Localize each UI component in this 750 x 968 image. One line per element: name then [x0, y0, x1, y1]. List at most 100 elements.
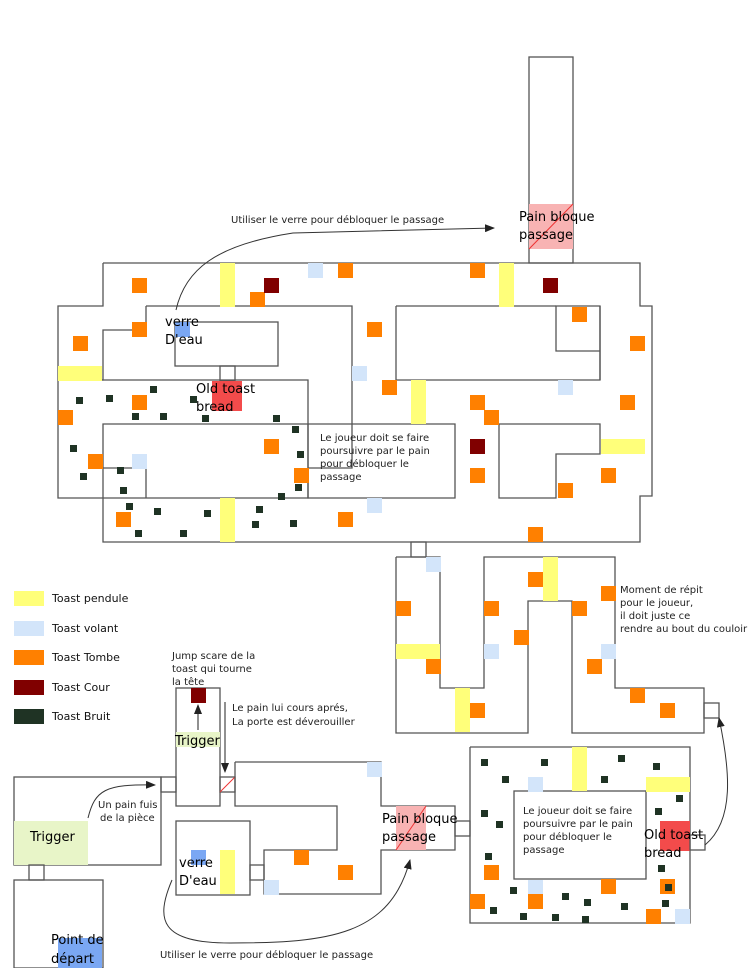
svg-text:toast qui tourne: toast qui tourne [172, 664, 252, 675]
svg-text:passage: passage [523, 845, 565, 856]
verre-marker-bottom [191, 850, 206, 865]
toast-tombe [601, 586, 616, 601]
toast-bruit [292, 426, 299, 433]
label-old-toast-top-1: Old toast [196, 382, 255, 397]
toast-bruit [481, 810, 488, 817]
toast-bruit [520, 913, 527, 920]
svg-text:Le joueur doit se faire: Le joueur doit se faire [523, 806, 632, 817]
svg-text:rendre au bout du couloir: rendre au bout du couloir [620, 624, 748, 635]
toast-bruit [256, 506, 263, 513]
label-pain-bloque-top-2: passage [519, 228, 573, 243]
label-pain-bloque-bottom-2: passage [382, 830, 436, 845]
toast-tombe [660, 703, 675, 718]
arrow-verre-top [175, 224, 495, 311]
toast-tombe [426, 659, 441, 674]
toast-bruit [601, 776, 608, 783]
label-old-toast-top-2: bread [196, 400, 234, 415]
toast-bruit [490, 907, 497, 914]
toast-bruit [662, 900, 669, 907]
toast-tombe [73, 336, 88, 351]
toast-bruit [80, 473, 87, 480]
legend-item: Toast Tombe [14, 643, 128, 673]
toast-tombe [88, 454, 103, 469]
label-depart-1: Point de [51, 933, 104, 948]
toast-tombe [528, 572, 543, 587]
svg-text:Un pain fuis: Un pain fuis [98, 800, 157, 811]
legend-label: Toast Cour [52, 680, 110, 694]
legend-item: Toast pendule [14, 584, 128, 614]
toast-tombe [470, 703, 485, 718]
toast-bruit [252, 521, 259, 528]
toast-bruit [120, 487, 127, 494]
svg-text:pour débloquer le: pour débloquer le [320, 458, 409, 470]
arrow-pain-fuis [87, 780, 156, 819]
note-pain-court: Le pain lui cours aprés, La porte est dé… [232, 702, 356, 728]
toast-volant [675, 909, 690, 924]
toast-volant [558, 380, 573, 395]
verre-room [175, 820, 251, 896]
svg-text:pour le joueur,: pour le joueur, [620, 598, 693, 609]
toast-bruit [190, 396, 197, 403]
label-verre-top-1: verre [165, 315, 199, 330]
legend-item: Toast volant [14, 614, 128, 644]
toast-pendule [220, 850, 235, 894]
note-poursuite-bottom: Le joueur doit se faire poursuivre par l… [523, 806, 633, 856]
toast-tombe [620, 395, 635, 410]
label-verre-bottom-1: verre [179, 856, 213, 871]
toast-tombe [132, 278, 147, 293]
block-slash [528, 203, 574, 250]
start-zone [58, 938, 102, 968]
label-trigger-jump: Trigger [174, 734, 220, 749]
toast-tombe [382, 380, 397, 395]
svg-text:la tête: la tête [172, 676, 204, 688]
svg-text:Le joueur doit se faire: Le joueur doit se faire [320, 433, 429, 444]
legend-label: Toast volant [52, 621, 119, 635]
label-verre-top-2: D'eau [165, 333, 203, 348]
label-depart-2: départ [51, 952, 94, 967]
toast-tombe [338, 512, 353, 527]
svg-text:passage: passage [320, 472, 362, 483]
toast-tombe [601, 879, 616, 894]
toast-pendule [601, 439, 645, 454]
toast-tombe [132, 395, 147, 410]
toast-bruit [582, 916, 589, 923]
toast-volant [484, 644, 499, 659]
svg-text:Jump scare de la: Jump scare de la [171, 651, 255, 662]
toast-bruit [653, 763, 660, 770]
toast-cour [470, 439, 485, 454]
toast-bruit [562, 893, 569, 900]
note-jump-scare: Jump scare de la toast qui tourne la têt… [171, 651, 255, 688]
toast-tombe [601, 468, 616, 483]
toast-bruit [541, 759, 548, 766]
toast-tombe [558, 483, 573, 498]
note-utiliser-bottom: Utiliser le verre pour débloquer le pass… [160, 949, 373, 961]
legend-swatch [14, 709, 44, 725]
toast-tombe [572, 601, 587, 616]
svg-text:de la pièce: de la pièce [100, 812, 155, 824]
svg-text:Moment de répit: Moment de répit [620, 584, 703, 596]
toast-bruit [76, 397, 83, 404]
toast-tombe [470, 468, 485, 483]
toast-tombe [116, 512, 131, 527]
toast-bruit [665, 884, 672, 891]
toast-bruit [618, 755, 625, 762]
hazard-items [58, 263, 690, 924]
toast-bruit [485, 853, 492, 860]
toast-tombe [264, 439, 279, 454]
note-poursuite-top: Le joueur doit se faire poursuivre par l… [320, 433, 430, 483]
toast-tombe [572, 307, 587, 322]
legend-swatch [14, 620, 44, 636]
toast-cour [264, 278, 279, 293]
toast-tombe [470, 395, 485, 410]
toast-tombe [484, 865, 499, 880]
toast-cour [191, 688, 206, 703]
toast-tombe [338, 865, 353, 880]
legend-swatch [14, 591, 44, 607]
legend-label: Toast pendule [52, 592, 129, 606]
toast-tombe [528, 894, 543, 909]
toast-tombe [484, 601, 499, 616]
toast-pendule [396, 644, 440, 659]
toast-pendule [455, 688, 470, 732]
toast-tombe [630, 336, 645, 351]
